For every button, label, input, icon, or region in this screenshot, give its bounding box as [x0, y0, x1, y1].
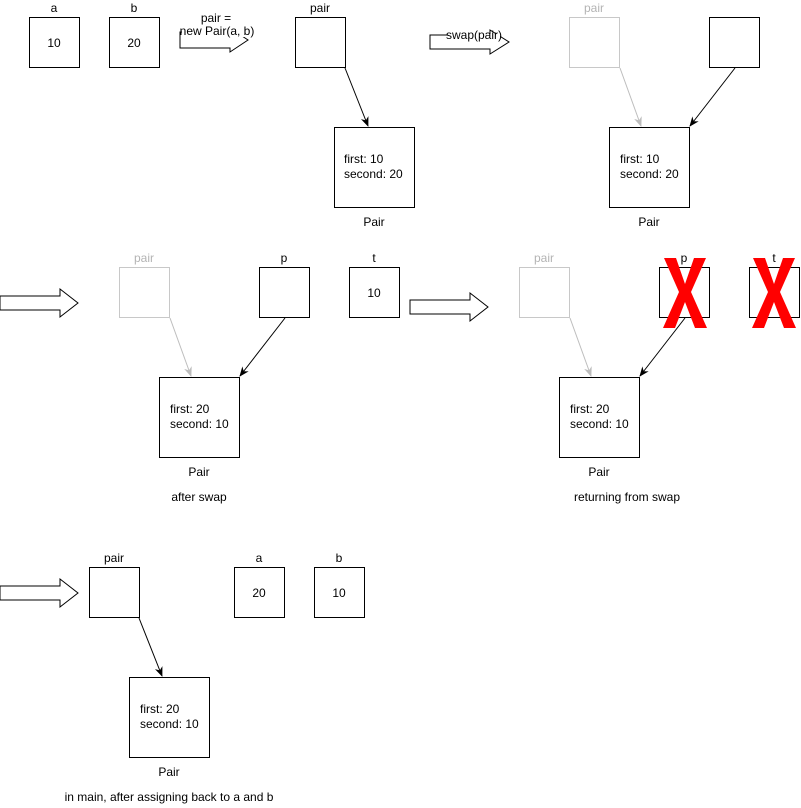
var-b-value: 20	[127, 36, 141, 50]
t-label: t	[372, 251, 376, 265]
var-b-box	[109, 17, 160, 68]
var-a-box	[29, 17, 80, 68]
pair-second-field: second: 10	[570, 417, 629, 431]
pair-object-box	[129, 677, 210, 758]
var-a-value: 10	[47, 36, 61, 50]
pair-type-label: Pair	[638, 215, 659, 229]
var-a-value: 20	[252, 586, 266, 600]
pair-type-label: Pair	[588, 465, 609, 479]
caption: in main, after assigning back to a and b	[65, 790, 274, 804]
reference-arrow	[344, 67, 369, 127]
pair-ref-box-faded	[569, 17, 620, 68]
p-ref-box	[259, 267, 310, 318]
pair-type-label: Pair	[188, 465, 209, 479]
pair-label: pair	[104, 551, 124, 565]
pair-ref-box	[89, 567, 140, 618]
step-arrow	[0, 577, 79, 609]
pair-type-label: Pair	[363, 215, 384, 229]
t-label: t	[772, 251, 776, 265]
step-arrow-text-line1: pair =	[201, 11, 231, 25]
step-arrow	[409, 291, 489, 323]
p-ref-box	[709, 17, 760, 68]
pair-label: pair	[310, 1, 330, 15]
pair-first-field: first: 20	[140, 702, 180, 716]
pair-second-field: second: 10	[140, 717, 199, 731]
step-arrow-label-bg	[182, 24, 254, 37]
pair-second-field: second: 20	[620, 167, 679, 181]
var-b-box	[314, 567, 365, 618]
pair-object-box	[609, 127, 690, 208]
faded-reference-arrow	[569, 317, 592, 377]
t-value: 10	[367, 286, 381, 300]
var-b-value: 10	[332, 586, 346, 600]
pair-first-field: first: 20	[570, 402, 610, 416]
step-arrow	[0, 287, 79, 319]
faded-reference-arrow	[619, 67, 642, 127]
reference-arrow	[138, 617, 163, 677]
pair-second-field: second: 10	[170, 417, 229, 431]
p-label: p	[281, 251, 288, 265]
pair-ref-box-faded	[119, 267, 170, 318]
pair-type-label: Pair	[158, 765, 179, 779]
pair-first-field: first: 20	[170, 402, 210, 416]
stage4: pair p t 10 first: 20 second: 10 Pair af…	[0, 251, 400, 504]
faded-reference-arrow	[169, 317, 192, 377]
stage1: a 10 b 20 pair = new Pair(a, b)	[29, 1, 255, 68]
t-var-box	[349, 267, 400, 318]
var-a-box	[234, 567, 285, 618]
reference-arrow	[689, 67, 736, 127]
pair-label-faded: pair	[584, 1, 604, 15]
var-a-label: a	[51, 1, 58, 15]
var-a-label: a	[256, 551, 263, 565]
stage6: pair a 20 b 10 first: 20 second: 10 Pair…	[0, 551, 365, 804]
pair-label-faded: pair	[134, 251, 154, 265]
step-arrow-swap-text: swap(pair)	[446, 28, 502, 42]
pair-ref-box-faded	[519, 267, 570, 318]
step-arrow-text-line2: new Pair(a, b)	[180, 24, 255, 38]
reference-arrow	[239, 317, 286, 377]
pair-ref-box	[295, 17, 346, 68]
stage5: pair p t first: 20 second: 10 Pair retur…	[409, 251, 800, 504]
var-b-label: b	[131, 1, 138, 15]
pair-second-field: second: 20	[344, 167, 403, 181]
var-b-label: b	[336, 551, 343, 565]
stage2: pair first: 10 second: 20 Pair swap(pair…	[295, 1, 510, 229]
pair-label-faded: pair	[534, 251, 554, 265]
caption: returning from swap	[574, 490, 680, 504]
pair-object-box	[334, 127, 415, 208]
pair-first-field: first: 10	[344, 152, 384, 166]
pair-first-field: first: 10	[620, 152, 660, 166]
removed-x-icon	[752, 258, 796, 328]
pair-object-box	[559, 377, 640, 458]
removed-x-icon	[663, 258, 707, 328]
caption: after swap	[171, 490, 227, 504]
reference-arrow	[639, 317, 686, 377]
step-arrow-swap-label-bg	[448, 34, 500, 47]
p-label: p	[681, 251, 688, 265]
pair-object-box	[159, 377, 240, 458]
stage3: pair p first: 10 second: 20 Pair	[569, 1, 760, 229]
